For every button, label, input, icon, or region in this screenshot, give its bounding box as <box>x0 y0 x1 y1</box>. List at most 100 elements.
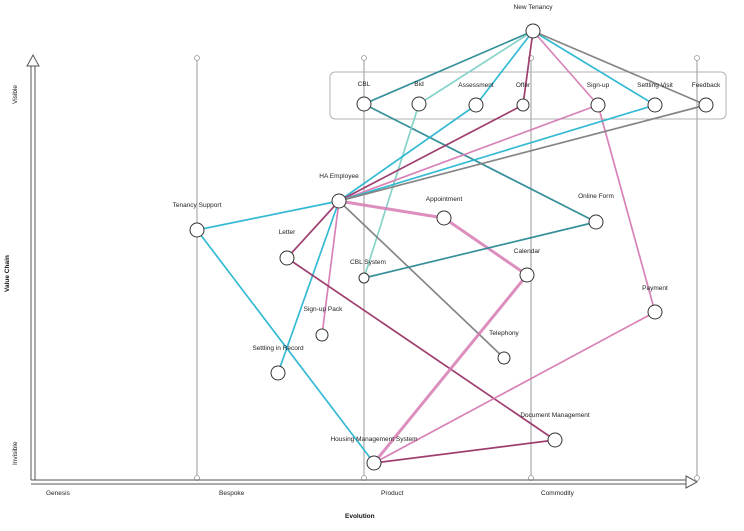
link-tenancy_support-to-housing_management_system <box>196 229 375 464</box>
link-offer-to-ha_employee <box>338 104 524 202</box>
component-node[interactable] <box>315 328 329 342</box>
component-node[interactable] <box>356 96 372 112</box>
component-label: Calendar <box>514 248 541 255</box>
component-offer[interactable]: Offer <box>516 82 531 112</box>
component-label: Sign-up <box>587 82 610 89</box>
component-label: Feedback <box>692 82 721 89</box>
component-node[interactable] <box>358 272 370 284</box>
axis-labels: Genesis Bespoke Product Commodity Evolut… <box>4 85 575 520</box>
component-cbl[interactable]: CBL <box>356 81 372 112</box>
component-letter[interactable]: Letter <box>279 229 296 266</box>
component-label: Letter <box>279 229 296 236</box>
component-node[interactable] <box>647 304 663 320</box>
link-new_tenancy-to-offer <box>522 30 534 106</box>
component-settling-in-record[interactable]: Settling in Record <box>252 345 304 381</box>
component-label: CBL <box>358 81 371 88</box>
link-new_tenancy-to-feedback <box>532 30 707 106</box>
link-signup-to-ha_employee <box>338 104 599 202</box>
component-node[interactable] <box>411 96 427 112</box>
link-calendar-to-housing_management_system <box>372 274 529 464</box>
stage-label-bespoke: Bespoke <box>219 490 245 497</box>
stage-line-top-marker <box>694 55 700 61</box>
x-axis-title: Evolution <box>345 513 375 520</box>
component-node[interactable] <box>436 210 452 226</box>
link-payment-to-housing_management_system <box>373 311 656 464</box>
component-feedback[interactable]: Feedback <box>692 82 721 113</box>
component-node[interactable] <box>519 267 535 283</box>
link-online_form-to-cbl_system <box>363 221 597 279</box>
component-node[interactable] <box>516 98 530 112</box>
component-label: HA Employee <box>319 173 359 180</box>
stage-line-top-marker <box>361 55 367 61</box>
y-axis-arrow-icon <box>26 53 40 67</box>
component-node[interactable] <box>525 23 541 39</box>
component-calendar[interactable]: Calendar <box>514 248 541 283</box>
link-ha_employee-to-telephony <box>338 200 505 359</box>
link-cbl-to-online_form <box>363 103 597 223</box>
link-document_management-to-housing_management_system <box>373 439 556 464</box>
evolution-stage-lines <box>194 55 700 481</box>
component-assessment[interactable]: Assessment <box>458 82 494 113</box>
component-label: New Tenancy <box>514 4 554 11</box>
stage-label-commodity: Commodity <box>541 490 575 497</box>
component-node[interactable] <box>588 214 604 230</box>
component-label: Sign-up Pack <box>304 306 343 313</box>
component-label: Assessment <box>458 82 494 89</box>
component-document-management[interactable]: Document Management <box>520 412 590 448</box>
component-online-form[interactable]: Online Form <box>578 193 614 230</box>
component-node[interactable] <box>698 97 714 113</box>
link-ha_employee-to-letter <box>286 200 340 259</box>
component-payment[interactable]: Payment <box>642 285 668 320</box>
component-new-tenancy[interactable]: New Tenancy <box>514 4 554 39</box>
x-axis-arrow-icon <box>685 475 699 489</box>
link-new_tenancy-to-cbl <box>363 30 534 105</box>
component-tenancy-support[interactable]: Tenancy Support <box>173 202 222 238</box>
component-label: CBL System <box>350 259 386 266</box>
link-assessment-to-ha_employee <box>338 104 477 202</box>
link-ha_employee-to-signup_pack <box>321 200 340 336</box>
component-label: Online Form <box>578 193 614 200</box>
component-node[interactable] <box>590 97 606 113</box>
component-node[interactable] <box>547 432 563 448</box>
component-node[interactable] <box>497 351 511 365</box>
component-signup[interactable]: Sign-up <box>587 82 610 113</box>
component-cbl-system[interactable]: CBL System <box>350 259 386 284</box>
link-new_tenancy-to-signup <box>532 30 599 106</box>
component-label: Housing Management System <box>330 436 417 443</box>
component-label: Settling in Record <box>252 345 304 352</box>
component-node[interactable] <box>279 250 295 266</box>
component-telephony[interactable]: Telephony <box>489 330 520 365</box>
component-housing-management-system[interactable]: Housing Management System <box>330 436 418 471</box>
link-new_tenancy-to-bid <box>418 30 534 105</box>
component-bid[interactable]: Bid <box>411 81 427 112</box>
component-node[interactable] <box>331 193 347 209</box>
component-label: Document Management <box>520 412 590 419</box>
component-node[interactable] <box>270 365 286 381</box>
component-label: Offer <box>516 82 531 89</box>
dependency-links <box>196 30 707 464</box>
link-ha_employee-to-settling_in_record <box>277 200 340 374</box>
component-label: Bid <box>414 81 424 88</box>
component-node[interactable] <box>189 222 205 238</box>
component-ha-employee[interactable]: HA Employee <box>319 173 359 209</box>
link-letter-to-document_management <box>286 257 556 441</box>
stage-label-product: Product <box>381 490 404 497</box>
stage-line-top-marker <box>194 55 200 61</box>
link-new_tenancy-to-assessment <box>475 30 534 106</box>
component-node[interactable] <box>468 97 484 113</box>
component-appointment[interactable]: Appointment <box>426 196 463 226</box>
visible-components-group <box>329 71 727 120</box>
link-settling_visit-to-ha_employee <box>338 104 656 202</box>
link-bid-to-cbl_system <box>363 103 420 279</box>
y-axis-invisible-label: Invisible <box>12 441 19 465</box>
component-settling-visit[interactable]: Settling Visit <box>637 82 673 113</box>
link-ha_employee-to-tenancy_support <box>196 200 340 231</box>
component-node[interactable] <box>366 455 382 471</box>
component-label: Settling Visit <box>637 82 673 89</box>
component-node[interactable] <box>647 97 663 113</box>
component-signup-pack[interactable]: Sign-up Pack <box>304 306 343 342</box>
component-label: Appointment <box>426 196 463 203</box>
visible-components-box <box>329 71 727 120</box>
